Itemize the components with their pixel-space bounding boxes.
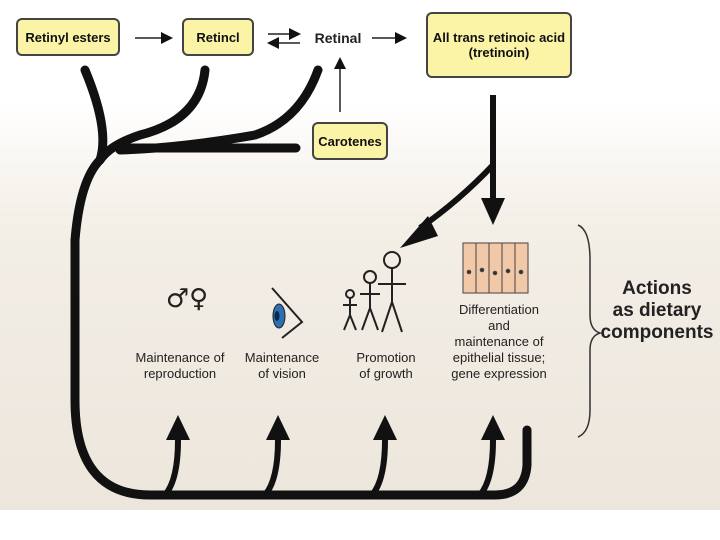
epithelial-cells-icon [462, 242, 529, 294]
epithelial-line3: maintenance of [454, 334, 544, 349]
retinol-box: Retincl [182, 18, 254, 56]
action-epithelial: Differentiation and maintenance of epith… [440, 302, 558, 382]
arrowhead-reproduction [166, 415, 190, 440]
vision-line1: Maintenance [244, 350, 320, 365]
arrowhead-acid-to-growth [400, 216, 438, 248]
retinyl-esters-box: Retinyl esters [16, 18, 120, 56]
epithelial-line4: epithelial tissue; [452, 350, 546, 365]
branch-from-retinal [115, 65, 323, 155]
arrowhead-growth [373, 415, 397, 440]
action-vision: Maintenance of vision [236, 350, 328, 382]
branch-from-retinol [95, 65, 210, 165]
retinoic-acid-label-line2: (tretinoin) [468, 45, 530, 60]
reproduction-line1: Maintenance of [135, 350, 225, 365]
stick-figures-icon [343, 251, 406, 333]
arrow-up-vision [262, 439, 281, 497]
epithelial-line1: Differentiation [459, 302, 539, 317]
carotenes-label: Carotenes [318, 133, 382, 149]
arrowhead-acid-down [481, 198, 505, 225]
summary-line2: as dietary [612, 300, 702, 321]
arrow-up-reproduction [162, 439, 181, 497]
epithelial-line2: and [488, 318, 510, 333]
retinoic-acid-box: All trans retinoic acid (tretinoin) [426, 12, 572, 78]
big-loop-path [70, 65, 532, 500]
summary-line1: Actions [622, 278, 692, 299]
arrowhead-vision [266, 415, 290, 440]
growth-line1: Promotion [356, 350, 416, 365]
growth-line2: of growth [359, 366, 413, 381]
retinal-label: Retinal [314, 30, 362, 46]
action-reproduction: Maintenance of reproduction [125, 350, 235, 382]
arrow-acid-to-growth [418, 162, 496, 231]
eye-icon [271, 287, 304, 339]
arrowhead-epithelial [481, 415, 505, 440]
retinyl-esters-label: Retinyl esters [25, 29, 111, 45]
gender-symbols-icon: ♂♀ [165, 284, 209, 314]
reproduction-line2: reproduction [143, 366, 217, 381]
brace [577, 224, 603, 438]
vision-line2: of vision [258, 366, 306, 381]
retinol-label: Retincl [196, 29, 240, 45]
arrow-up-growth [369, 439, 388, 497]
summary-line3: components [600, 322, 714, 343]
actions-summary: Actions as dietary components [598, 278, 716, 344]
action-growth: Promotion of growth [342, 350, 430, 382]
carotenes-box: Carotenes [312, 122, 388, 160]
arrow-up-epithelial [477, 439, 496, 497]
retinoic-acid-label-line1: All trans retinoic acid [432, 30, 566, 45]
epithelial-line5: gene expression [451, 366, 547, 381]
